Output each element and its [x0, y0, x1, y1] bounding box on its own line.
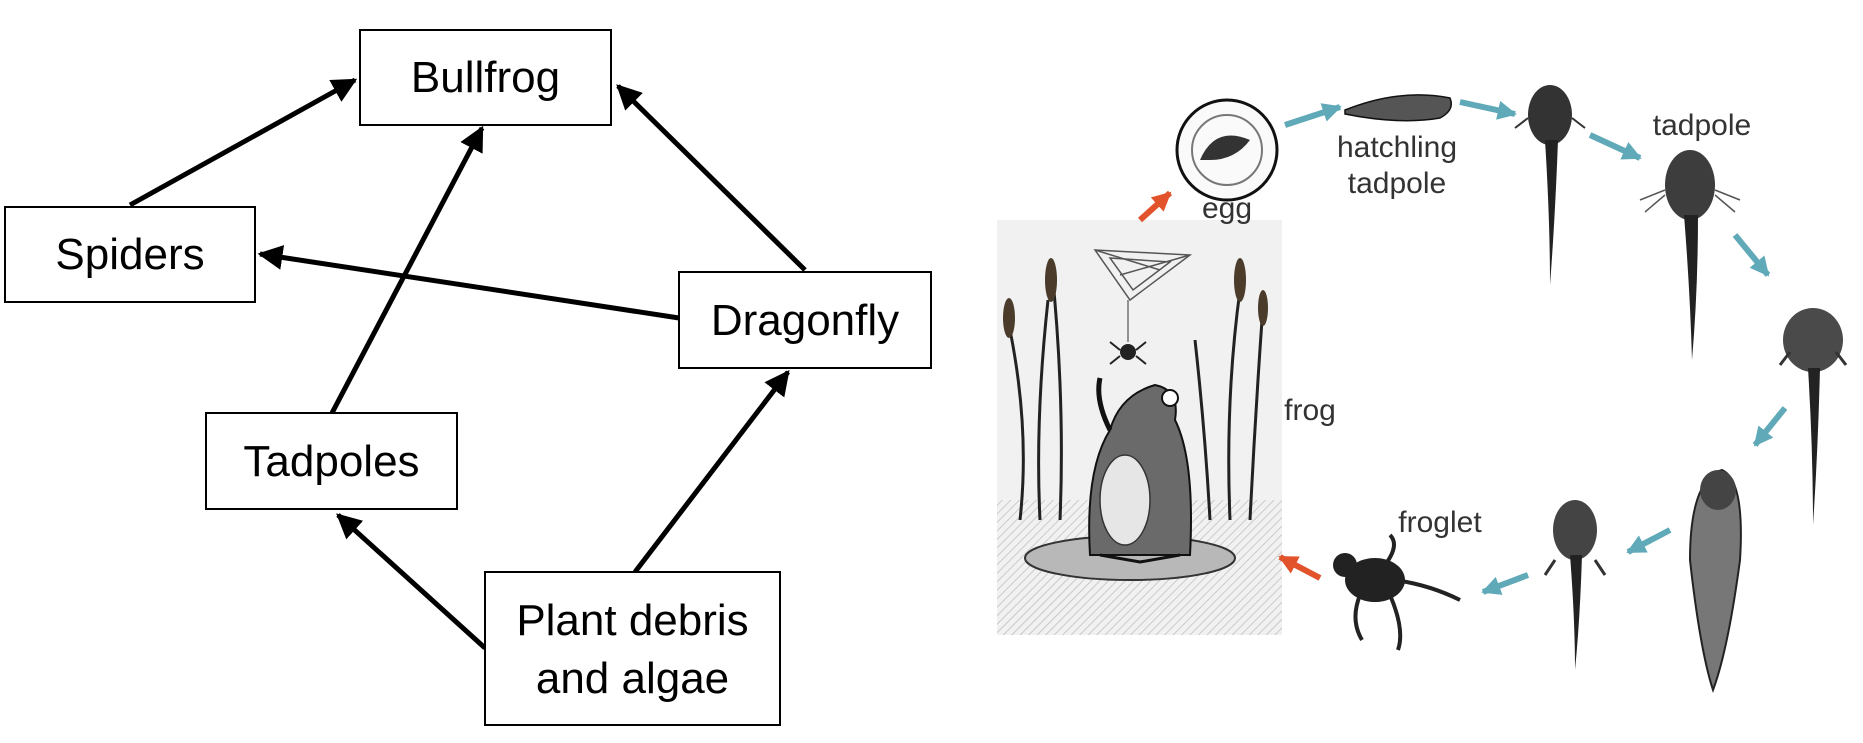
arrow-froglet-to-frog [1278, 554, 1322, 581]
label-hatchling-line2: tadpole [1348, 167, 1446, 200]
egg-icon [1175, 98, 1279, 202]
hatchling-icon [1344, 94, 1452, 122]
arrow-tadpoles-to-bullfrog [329, 125, 485, 415]
node-bullfrog: Bullfrog [359, 29, 612, 126]
arrow-dragonfly-to-bullfrog [616, 84, 807, 272]
large-tadpole-icon [1688, 468, 1742, 694]
arrow-spiders-to-bullfrog [128, 77, 358, 208]
frog-illustration [997, 220, 1282, 635]
arrow-hatchling-to-tadpole1 [1459, 99, 1517, 120]
arrow-tadpole1-to-tadpole2 [1588, 132, 1642, 161]
arrow-tadpole3-to-large [1752, 406, 1788, 447]
arrow-tadpole2-to-tadpole3 [1732, 233, 1771, 277]
life-cycle-arrows [1284, 99, 1788, 595]
spider-web-icon [1093, 249, 1193, 302]
node-tadpoles: Tadpoles [205, 412, 458, 510]
food-web-arrows [128, 77, 807, 650]
node-plant-line1: Plant debris [516, 596, 748, 645]
node-plant-line2: and algae [536, 654, 729, 703]
label-hatchling-line1: hatchling [1337, 131, 1457, 164]
node-tadpoles-label: Tadpoles [243, 437, 419, 486]
arrow-dragonfly-to-spiders [257, 245, 680, 321]
node-spiders: Spiders [4, 206, 256, 303]
label-frog: frog [1284, 394, 1336, 427]
arrow-large-to-four-legs [1626, 527, 1672, 555]
arrow-frog-to-egg [1137, 190, 1173, 223]
node-spiders-label: Spiders [55, 230, 204, 279]
arrow-plants-to-tadpoles [336, 513, 487, 650]
food-web: Bullfrog Spiders Dragonfly Tadpoles Plan… [4, 29, 932, 726]
spider-icon [1109, 300, 1147, 365]
life-cycle-red-arrows [1137, 190, 1322, 581]
node-dragonfly: Dragonfly [678, 271, 932, 369]
arrow-four-legs-to-froglet [1481, 572, 1530, 595]
tadpole-four-legs-icon [1543, 500, 1607, 670]
frog-icon [1088, 377, 1192, 564]
label-froglet: froglet [1398, 506, 1482, 539]
tadpole-gills-icon [1514, 85, 1586, 285]
node-bullfrog-label: Bullfrog [411, 53, 560, 102]
label-egg: egg [1202, 192, 1252, 225]
node-plant-debris: Plant debris and algae [484, 571, 781, 726]
tadpole-icon [1639, 150, 1741, 360]
froglet-icon [1333, 533, 1461, 651]
node-dragonfly-label: Dragonfly [711, 296, 899, 345]
arrow-egg-to-hatchling [1284, 103, 1342, 128]
life-cycle: egg hatchling tadpole tadpole frog frogl… [997, 85, 1848, 694]
arrow-plants-to-dragonfly [633, 370, 790, 574]
label-tadpole: tadpole [1653, 109, 1751, 142]
tadpole-legs-icon [1778, 308, 1848, 525]
